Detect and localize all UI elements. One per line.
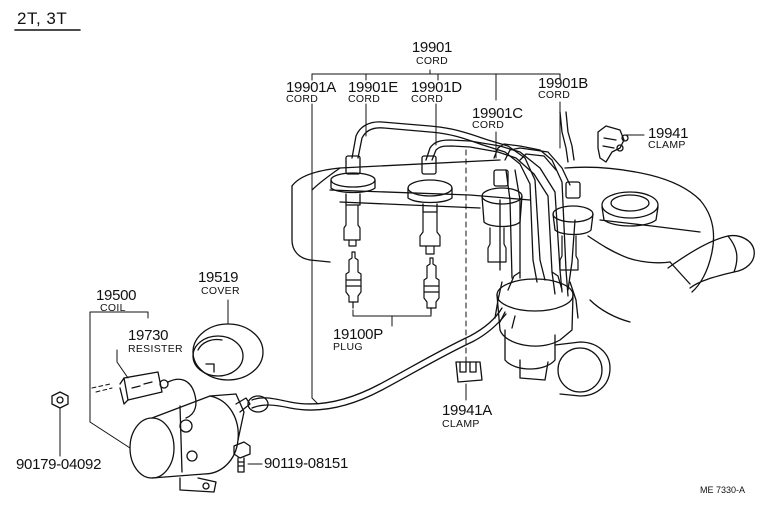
part-number-19519: 19519 <box>198 269 239 286</box>
part-number-19941: 19941 <box>648 125 689 142</box>
part-name-19730: RESISTER <box>128 343 183 355</box>
part-number-19901E: 19901E <box>348 79 398 96</box>
part-number-19901B: 19901B <box>538 75 588 92</box>
engine-block <box>291 159 755 323</box>
bolt-90119 <box>233 441 251 473</box>
spark-plugs-installed <box>343 204 579 271</box>
plug-boots <box>330 155 594 236</box>
engine-title: 2T, 3T <box>17 9 68 28</box>
part-name-19901: CORD <box>415 55 449 67</box>
part-name-19901B: CORD <box>538 89 571 101</box>
part-number-19901A: 19901A <box>286 79 336 96</box>
ignition-coil <box>129 393 251 493</box>
distributor <box>494 271 611 397</box>
part-name-19901A: CORD <box>286 93 319 105</box>
figure-reference-code: ME 7330-A <box>700 485 746 495</box>
part-number-19730: 19730 <box>128 327 169 344</box>
part-number-19100P: 19100P <box>333 326 383 343</box>
part-name-19941A: CLAMP <box>442 418 480 430</box>
part-number-19941A: 19941A <box>442 402 492 419</box>
nut-90179 <box>51 391 69 409</box>
coil-wire <box>247 307 507 413</box>
cover-19519 <box>192 323 264 381</box>
part-number-19901C: 19901C <box>472 105 523 122</box>
resister-19730 <box>119 371 197 419</box>
part-name-19941: CLAMP <box>648 139 686 151</box>
part-name-19901C: CORD <box>472 119 505 131</box>
part-number-19901: 19901 <box>411 39 453 56</box>
part-name-19901D: CORD <box>411 93 444 105</box>
clamp-19941A <box>455 361 483 383</box>
part-number-19500: 19500 <box>96 287 137 304</box>
part-number-90179-04092: 90179-04092 <box>16 456 102 473</box>
part-name-19100P: PLUG <box>333 341 363 353</box>
part-name-19901E: CORD <box>348 93 381 105</box>
part-name-19500: COIL <box>100 302 126 314</box>
part-name-19519: COVER <box>201 285 240 297</box>
loose-spark-plugs <box>345 251 440 315</box>
part-number-19901D: 19901D <box>411 79 462 96</box>
spark-plug-cords <box>351 111 576 297</box>
part-number-90119-08151: 90119-08151 <box>264 455 349 472</box>
clamp-19941 <box>597 125 629 163</box>
leader-lines <box>59 69 645 465</box>
